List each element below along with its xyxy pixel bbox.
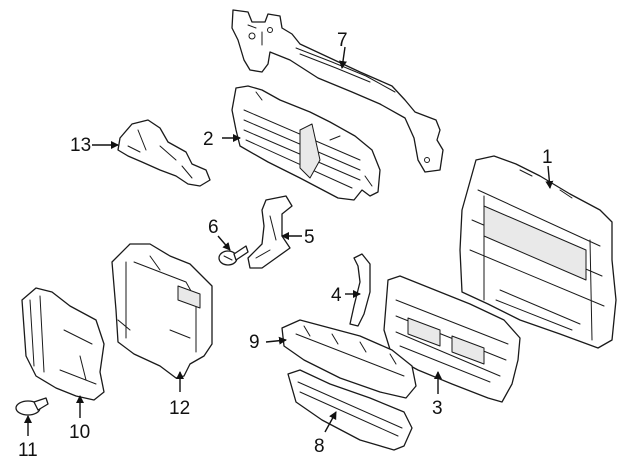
seal-strip-part: [349, 253, 371, 327]
lower-deflector-part: [287, 369, 413, 451]
front-end-carrier-part: [459, 155, 617, 349]
side-air-duct-left-part: [21, 287, 105, 401]
callout-11: 11: [18, 440, 38, 461]
leader-9: [265, 336, 287, 345]
callout-8: 8: [314, 436, 325, 457]
callout-leaders: [24, 46, 554, 436]
push-pin-part: [218, 245, 249, 266]
leader-7: [339, 46, 347, 69]
upper-air-duct-part: [117, 119, 211, 187]
callout-10: 10: [69, 422, 90, 443]
callout-2: 2: [203, 129, 214, 150]
callout-labels: 7 2 13 1 5 6 4 9 3 12 10 11 8: [18, 30, 553, 461]
callout-4: 4: [331, 285, 342, 306]
leader-1: [545, 165, 554, 189]
leader-8: [324, 411, 337, 433]
callout-9: 9: [249, 332, 260, 353]
side-air-duct-right-part: [111, 243, 213, 379]
callout-7: 7: [337, 30, 348, 51]
radiator-grille-shutter-part: [231, 85, 381, 201]
callout-1: 1: [542, 147, 553, 168]
callout-6: 6: [208, 217, 219, 238]
callout-13: 13: [70, 135, 91, 156]
clip-part: [15, 397, 49, 416]
bracket-part: [247, 195, 293, 269]
callout-12: 12: [169, 398, 190, 419]
leader-6: [217, 235, 231, 251]
lower-grille-panel-part: [383, 275, 521, 403]
callout-5: 5: [304, 227, 315, 248]
air-deflector-part: [281, 319, 417, 399]
upper-tie-bar-support-part: [231, 9, 444, 173]
callout-3: 3: [432, 398, 443, 419]
